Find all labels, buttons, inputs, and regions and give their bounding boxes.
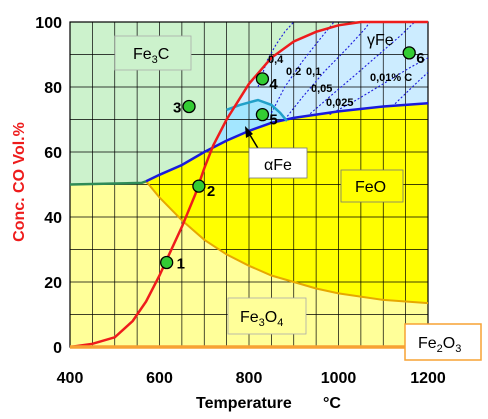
svg-text:Fe3C: Fe3C xyxy=(133,46,169,66)
point-marker xyxy=(192,179,206,193)
x-tick-label: 800 xyxy=(236,370,263,387)
y-tick-label: 20 xyxy=(44,275,62,292)
y-tick-label: 100 xyxy=(35,15,62,32)
fe2o3-label: Fe xyxy=(418,335,437,352)
carbon-isoline xyxy=(270,22,335,114)
y-tick-label: 60 xyxy=(44,145,62,162)
x-tick-label: 1200 xyxy=(410,370,446,387)
alpha-fe-label-box: αFe xyxy=(245,126,308,179)
carbon-isoline-label: 0,05 xyxy=(311,83,332,95)
point-marker xyxy=(182,99,196,114)
series-line-alpha-gamma xyxy=(226,98,288,122)
point-label: 3 xyxy=(173,100,181,117)
y-tick-label: 80 xyxy=(44,80,62,97)
svg-text:Fe2O3: Fe2O3 xyxy=(418,335,461,355)
numbered-points: 1 2 3 4 5 6 xyxy=(160,46,425,273)
carbon-isoline xyxy=(391,71,428,107)
point-label: 1 xyxy=(177,256,185,273)
feo-label-box: FeO xyxy=(340,169,404,203)
fe3o4-mid: O xyxy=(265,309,277,326)
fe3o4-subscript: 3 xyxy=(259,317,265,329)
fe3c-subscript: 3 xyxy=(152,54,158,66)
fe2o3-subscript: 2 xyxy=(437,343,443,355)
carbon-isoline-label: 0,01% C xyxy=(370,72,412,84)
x-tick-label: 1000 xyxy=(321,370,357,387)
y-tick-labels: 0 20 40 60 80 100 xyxy=(35,15,62,357)
carbon-isoline-label: 0,4 xyxy=(268,54,284,66)
svg-text:Fe3O4: Fe3O4 xyxy=(240,309,283,329)
fe3c-label: Fe xyxy=(133,46,152,63)
y-tick-label: 0 xyxy=(53,340,62,357)
x-tick-label: 400 xyxy=(57,370,84,387)
carbon-isoline xyxy=(329,57,428,116)
point-marker xyxy=(255,107,270,122)
x-axis-label-text: Temperature xyxy=(196,395,292,412)
series-line-fe3o4-feo xyxy=(145,180,429,305)
point-marker xyxy=(160,255,174,270)
series-line-fe3o4-feo-fe xyxy=(69,180,147,186)
carbon-isoline-label: 0,1 xyxy=(306,66,321,78)
fe3c-tail: C xyxy=(158,46,170,63)
point-label: 4 xyxy=(269,76,278,93)
fe3o4-label-box: Fe3O4 xyxy=(227,297,307,335)
x-axis-label: Temperature xyxy=(196,395,292,412)
feo-region xyxy=(146,103,428,304)
point-label: 6 xyxy=(416,50,424,67)
fe3o4-label: Fe xyxy=(240,309,259,326)
gamma-fe-label: γFe xyxy=(367,32,394,49)
carbon-isoline-label: 0,2 xyxy=(286,66,301,78)
x-tick-labels: 400 600 800 1000 1200 xyxy=(57,370,446,387)
y-axis-label: Conc. CO Vol.% xyxy=(11,122,28,242)
point-marker xyxy=(255,72,270,86)
fe2o3-label-box: Fe2O3 xyxy=(404,323,482,361)
point-label: 5 xyxy=(269,112,277,129)
carbon-isolines xyxy=(257,22,428,120)
y-tick-label: 40 xyxy=(44,210,62,227)
alpha-fe-label: αFe xyxy=(264,157,292,174)
x-axis-unit: °C xyxy=(323,395,341,412)
carbon-isoline-label: 0,025 xyxy=(326,97,354,109)
point-marker xyxy=(402,46,416,60)
x-tick-label: 600 xyxy=(146,370,173,387)
fe2o3-mid: O xyxy=(443,335,455,352)
series-line-boudouard xyxy=(69,20,428,349)
carbon-isoline xyxy=(306,22,415,117)
carbon-isoline xyxy=(284,22,371,120)
fe2o3-subscript-2: 3 xyxy=(455,343,461,355)
fe3o4-subscript-2: 4 xyxy=(277,317,283,329)
feo-label: FeO xyxy=(355,179,386,196)
fe3c-label-box: Fe3C xyxy=(114,35,192,71)
point-label: 2 xyxy=(207,183,215,200)
